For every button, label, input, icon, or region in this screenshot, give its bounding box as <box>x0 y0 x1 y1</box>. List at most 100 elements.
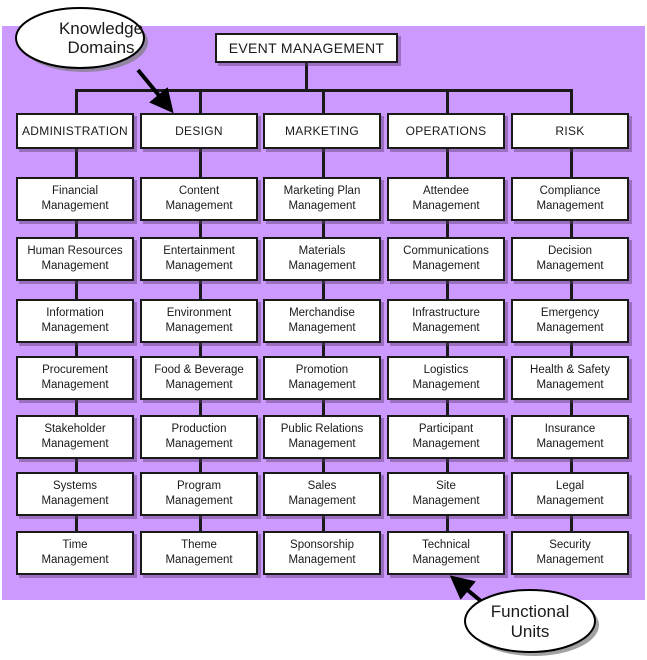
functional-unit-label-line: Time <box>62 539 88 551</box>
functional-unit-label-line: Technical <box>422 539 470 551</box>
functional-unit-label-line: Management <box>41 260 109 272</box>
functional-unit-label-line: Materials <box>298 245 346 257</box>
functional-unit-label-line: Management <box>41 438 109 450</box>
functional-unit-label-line: Management <box>41 554 109 566</box>
functional-unit-label-line: Communications <box>403 245 489 257</box>
domain-connector-4 <box>570 89 573 114</box>
functional-unit-label-line: Management <box>288 438 356 450</box>
functional-unit-label-line: Management <box>412 379 480 391</box>
functional-unit-label-line: Management <box>288 322 356 334</box>
functional-unit-label-line: Management <box>41 379 109 391</box>
functional-unit-label-line: Marketing Plan <box>283 185 361 197</box>
functional-unit-label-line: Logistics <box>423 364 469 376</box>
functional-unit-label-line: Production <box>171 423 227 435</box>
functional-unit-label-line: Management <box>288 200 356 212</box>
domain-operations: OPERATIONS <box>387 113 505 149</box>
functional-unit-label-line: Program <box>176 480 222 492</box>
functional-unit-label-line: Entertainment <box>163 245 235 257</box>
domain-label: RISK <box>555 124 585 138</box>
functional-unit-label-line: Management <box>412 260 480 272</box>
functional-unit-label-line: Participant <box>418 423 474 435</box>
functional-unit-label-line: Health & Safety <box>530 364 610 376</box>
functional-unit-label-line: Management <box>165 438 233 450</box>
functional-unit-label-line: Content <box>178 185 220 197</box>
functional-unit-label-line: Sponsorship <box>290 539 354 551</box>
functional-unit-label-line: Site <box>436 480 456 492</box>
root-node-label: EVENT MANAGEMENT <box>228 40 385 56</box>
functional-unit-label-line: Food & Beverage <box>154 364 244 376</box>
functional-unit-label-line: Management <box>412 438 480 450</box>
functional-unit-label-line: Management <box>165 260 233 272</box>
functional-unit-label-line: Legal <box>555 480 585 492</box>
functional-units-line1: Functional <box>491 602 569 621</box>
functional-unit-label-line: Management <box>536 438 604 450</box>
functional-unit-label-line: Emergency <box>540 307 600 319</box>
functional-unit-label-line: Sales <box>307 480 337 492</box>
domain-connector-3 <box>446 89 449 114</box>
functional-unit-label-line: Management <box>41 322 109 334</box>
domain-administration: ADMINISTRATION <box>16 113 134 149</box>
functional-units-line2: Units <box>511 622 550 641</box>
root-connector <box>305 62 308 91</box>
functional-unit-label-line: Public Relations <box>280 423 364 435</box>
functional-unit-label-line: Management <box>536 379 604 391</box>
functional-unit-label-line: Management <box>412 200 480 212</box>
functional-unit-label-line: Management <box>412 322 480 334</box>
domain-label: ADMINISTRATION <box>22 124 128 138</box>
domain-connector-1 <box>199 89 202 114</box>
functional-unit-label-line: Management <box>536 554 604 566</box>
functional-unit-label-line: Systems <box>52 480 98 492</box>
functional-unit-label-line: Human Resources <box>27 245 123 257</box>
functional-unit-label-line: Compliance <box>539 185 601 197</box>
functional-unit-label-line: Management <box>165 554 233 566</box>
functional-unit-label-line: Management <box>165 495 233 507</box>
functional-unit-label-line: Attendee <box>422 185 470 197</box>
functional-unit-label-line: Merchandise <box>289 307 355 319</box>
domain-marketing: MARKETING <box>263 113 381 149</box>
functional-unit-label-line: Management <box>412 554 480 566</box>
functional-unit-label-line: Insurance <box>544 423 596 435</box>
functional-unit-label-line: Management <box>165 200 233 212</box>
functional-unit-label-line: Management <box>536 322 604 334</box>
domain-label: DESIGN <box>175 124 223 138</box>
domain-connector-0 <box>75 89 78 114</box>
domain-design: DESIGN <box>140 113 258 149</box>
functional-unit-label-line: Management <box>536 495 604 507</box>
functional-unit-label-line: Decision <box>547 245 593 257</box>
functional-unit-label-line: Information <box>46 307 104 319</box>
functional-unit-label-line: Infrastructure <box>412 307 480 319</box>
functional-unit-label-line: Management <box>288 554 356 566</box>
functional-unit-label-line: Promotion <box>295 364 349 376</box>
functional-unit-label-line: Theme <box>181 539 217 551</box>
functional-unit-label-line: Management <box>165 379 233 391</box>
